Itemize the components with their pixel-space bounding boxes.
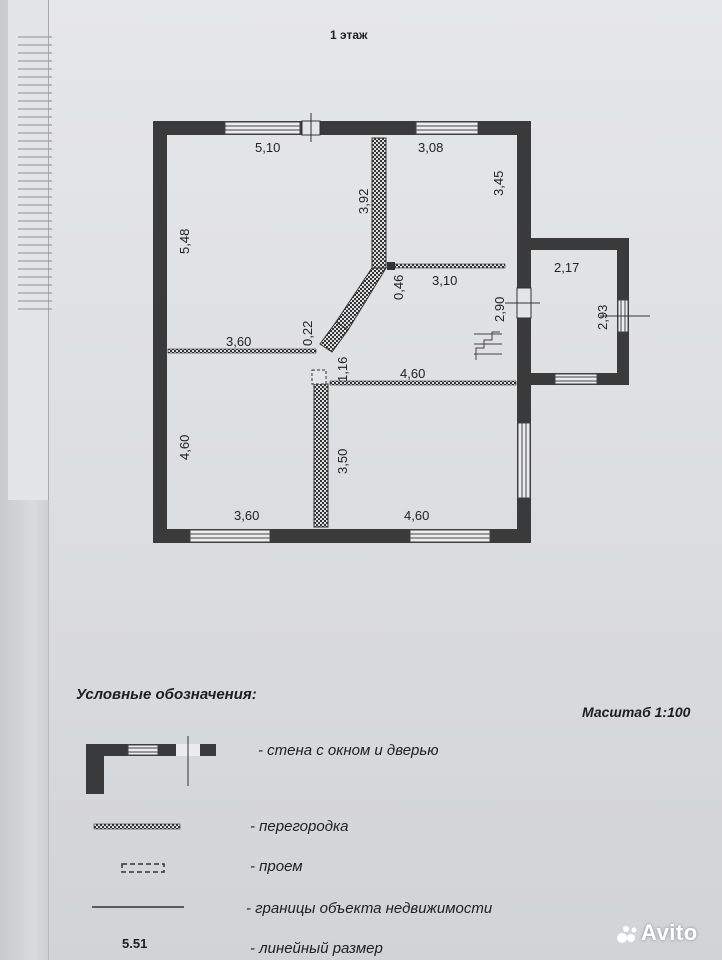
dim-4-60-left: 4,60: [177, 435, 192, 460]
legend-sample-dimension: 5.51: [122, 936, 148, 951]
dim-5-48: 5,48: [177, 229, 192, 254]
legend-opening-symbol: [121, 863, 165, 873]
legend-label-wall: - стена с окном и дверью: [258, 742, 439, 759]
partitions: [167, 137, 517, 528]
legend-label-dimension: - линейный размер: [250, 940, 383, 957]
previous-page-edge: [8, 0, 52, 500]
dimension-labels: 5,10 3,08 3,45 3,92 5,48 0,46 3,10 2,17 …: [177, 140, 610, 523]
legend-wall-symbol: [86, 736, 216, 794]
dim-2-93: 2,93: [595, 305, 610, 330]
legend-partition-symbol: [93, 823, 181, 830]
dim-4-60-bottom: 4,60: [404, 508, 429, 523]
dim-3-45: 3,45: [491, 171, 506, 196]
dim-3-60-bottom: 3,60: [234, 508, 259, 523]
dim-3-50: 3,50: [335, 449, 350, 474]
outer-walls: [153, 121, 629, 543]
dim-0-46: 0,46: [391, 275, 406, 300]
dim-3-60-middle: 3,60: [226, 334, 251, 349]
doors: [301, 113, 650, 319]
avito-text: Avito: [641, 920, 698, 945]
scale-label: Масштаб 1:100: [582, 704, 691, 720]
dim-3-08: 3,08: [418, 140, 443, 155]
page-title: 1 этаж: [330, 28, 368, 42]
dim-4-60-middle: 4,60: [400, 366, 425, 381]
legend-title: Условные обозначения:: [76, 686, 257, 703]
dim-2-90: 2,90: [492, 297, 507, 322]
dim-2-17: 2,17: [554, 260, 579, 275]
windows: [189, 121, 629, 543]
edge-text-lines: [18, 30, 52, 316]
dim-3-10: 3,10: [432, 273, 457, 288]
dim-5-10: 5,10: [255, 140, 280, 155]
dim-1-16: 1,16: [335, 357, 350, 382]
dim-3-92: 3,92: [356, 189, 371, 214]
stairs: [474, 331, 502, 360]
avito-watermark: Avito: [616, 920, 698, 946]
dim-0-22: 0,22: [300, 321, 315, 346]
avito-logo-icon: [617, 926, 637, 944]
legend-label-partition: - перегородка: [250, 818, 349, 835]
legend-symbols: [86, 736, 216, 908]
legend-label-opening: - проем: [250, 858, 303, 875]
legend-label-boundary: - границы объекта недвижимости: [246, 900, 493, 917]
